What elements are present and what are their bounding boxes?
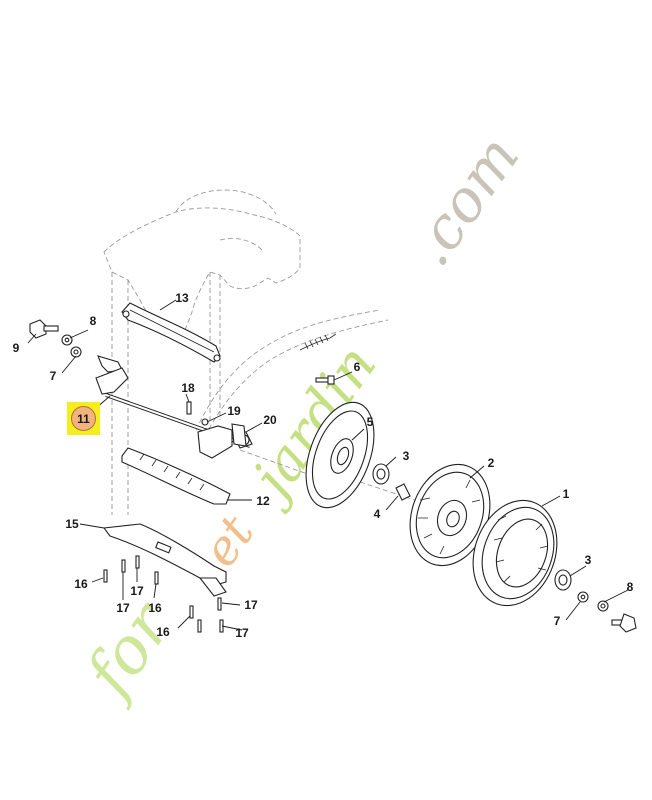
mower-body-outline bbox=[103, 189, 476, 521]
callouts: 13 8 9 7 18 19 20 6 5 3 4 2 1 12 15 16 1… bbox=[13, 291, 634, 640]
watermark: for et jardin .com bbox=[70, 124, 532, 713]
callout-16-left[interactable]: 16 bbox=[74, 577, 88, 591]
part-5-hub-disc bbox=[305, 401, 375, 509]
callout-18[interactable]: 18 bbox=[181, 381, 195, 395]
callout-1[interactable]: 1 bbox=[563, 487, 570, 501]
callout-3-right[interactable]: 3 bbox=[585, 553, 592, 567]
callout-8-left[interactable]: 8 bbox=[90, 314, 97, 328]
part-11-axle-lever bbox=[95, 355, 253, 459]
callout-11[interactable]: 11 bbox=[77, 412, 90, 426]
callout-7-right[interactable]: 7 bbox=[554, 614, 561, 628]
callout-17-c[interactable]: 17 bbox=[244, 598, 258, 612]
callout-20[interactable]: 20 bbox=[263, 413, 277, 427]
callout-9[interactable]: 9 bbox=[13, 341, 20, 355]
left-fasteners bbox=[29, 319, 82, 358]
part-2-rim bbox=[409, 463, 491, 567]
callout-17-a[interactable]: 17 bbox=[116, 601, 130, 615]
part-1-tyre bbox=[472, 499, 558, 607]
callout-16-bottom[interactable]: 16 bbox=[156, 625, 170, 639]
handle-spring bbox=[299, 333, 337, 351]
callout-19[interactable]: 19 bbox=[227, 404, 241, 418]
callout-8-right[interactable]: 8 bbox=[627, 580, 634, 594]
highlight-part-11[interactable]: 11 bbox=[67, 402, 100, 435]
callout-5[interactable]: 5 bbox=[367, 415, 374, 429]
part-3-4-bushings bbox=[372, 463, 572, 591]
callout-2[interactable]: 2 bbox=[488, 456, 495, 470]
callout-13[interactable]: 13 bbox=[175, 291, 189, 305]
watermark-text-com: .com bbox=[396, 124, 532, 278]
callout-12[interactable]: 12 bbox=[256, 494, 270, 508]
part-12-rail bbox=[121, 447, 231, 505]
callout-3-middle[interactable]: 3 bbox=[403, 449, 410, 463]
callout-15[interactable]: 15 bbox=[65, 517, 79, 531]
callout-6[interactable]: 6 bbox=[354, 360, 361, 374]
highlight-circle bbox=[71, 406, 96, 431]
right-fasteners bbox=[577, 591, 637, 633]
small-screws bbox=[103, 401, 247, 633]
part-15-lower-plate bbox=[102, 523, 227, 597]
callout-4[interactable]: 4 bbox=[374, 507, 381, 521]
callout-16-middle[interactable]: 16 bbox=[148, 601, 162, 615]
callout-17-b[interactable]: 17 bbox=[130, 584, 144, 598]
part-13-upper-bracket bbox=[121, 302, 221, 363]
callout-7-left[interactable]: 7 bbox=[50, 369, 57, 383]
leader-lines bbox=[27, 299, 629, 631]
callout-17-d[interactable]: 17 bbox=[235, 626, 249, 640]
